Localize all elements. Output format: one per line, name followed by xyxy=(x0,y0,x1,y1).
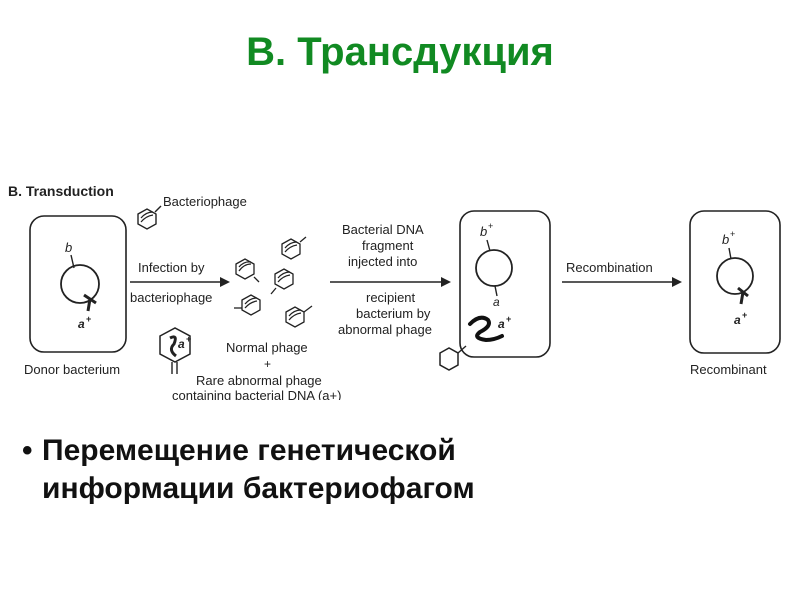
recombinant-bacterium: b + a + xyxy=(689,210,781,354)
recipient-gene-b: b xyxy=(480,224,487,239)
recombinant-gene-a-sup: + xyxy=(742,310,747,320)
infection-arrow-head xyxy=(220,277,230,287)
recombinant-gene-b: b xyxy=(722,232,729,247)
donor-label: Donor bacterium xyxy=(24,362,120,377)
recipient-gene-a: a xyxy=(493,295,500,309)
infection-label-1: Infection by xyxy=(138,260,205,275)
bacteriophage-icon xyxy=(137,205,162,230)
recombinant-gene-b-sup: + xyxy=(730,229,735,239)
transduction-diagram: B. Transduction b a + Donor bacterium Ba… xyxy=(8,183,781,400)
recombination-arrow-head xyxy=(672,277,682,287)
recombinant-label: Recombinant xyxy=(690,362,767,377)
progeny-phages xyxy=(234,236,313,328)
rare-phage-label-1: Rare abnormal phage xyxy=(196,373,322,388)
inject-arrow-head xyxy=(441,277,451,287)
recipient-label-3: abnormal phage xyxy=(338,322,432,337)
recipient-label-2: bacterium by xyxy=(356,306,431,321)
inject-label-3: injected into xyxy=(348,254,417,269)
recipient-label-1: recipient xyxy=(366,290,416,305)
bullet-text: Перемещение генетической информации бакт… xyxy=(42,434,475,505)
abnormal-phage-icon: a + xyxy=(159,327,191,374)
recombination-label: Recombination xyxy=(566,260,653,275)
donor-gene-a: a xyxy=(78,317,85,331)
diagram-heading: B. Transduction xyxy=(8,183,114,199)
donor-gene-a-sup: + xyxy=(86,314,91,324)
rare-phage-label-2: containing bacterial DNA (a+) xyxy=(172,388,341,400)
bacteriophage-label: Bacteriophage xyxy=(163,194,247,209)
inject-label-1: Bacterial DNA xyxy=(342,222,424,237)
abnormal-phage-gene-a-sup: + xyxy=(186,334,191,344)
bullet-point: • Перемещение генетической информации ба… xyxy=(22,432,742,508)
bullet-dot: • xyxy=(22,434,33,467)
fragment-gene-a: a xyxy=(498,317,505,331)
infection-label-2: bacteriophage xyxy=(130,290,212,305)
attached-phage-icon xyxy=(439,345,467,371)
inject-label-2: fragment xyxy=(362,238,414,253)
recipient-bacterium: b + a a + xyxy=(459,210,551,358)
fragment-gene-a-sup: + xyxy=(506,314,511,324)
slide-title: В. Трансдукция xyxy=(246,30,554,74)
plus-sign: + xyxy=(264,357,271,371)
injected-dna-fragment xyxy=(468,315,504,343)
normal-phage-label: Normal phage xyxy=(226,340,308,355)
recombinant-gene-a: a xyxy=(734,313,741,327)
abnormal-phage-gene-a: a xyxy=(178,337,185,351)
donor-bacterium: b a + xyxy=(29,215,127,353)
donor-gene-b: b xyxy=(65,240,72,255)
recipient-gene-b-sup: + xyxy=(488,221,493,231)
